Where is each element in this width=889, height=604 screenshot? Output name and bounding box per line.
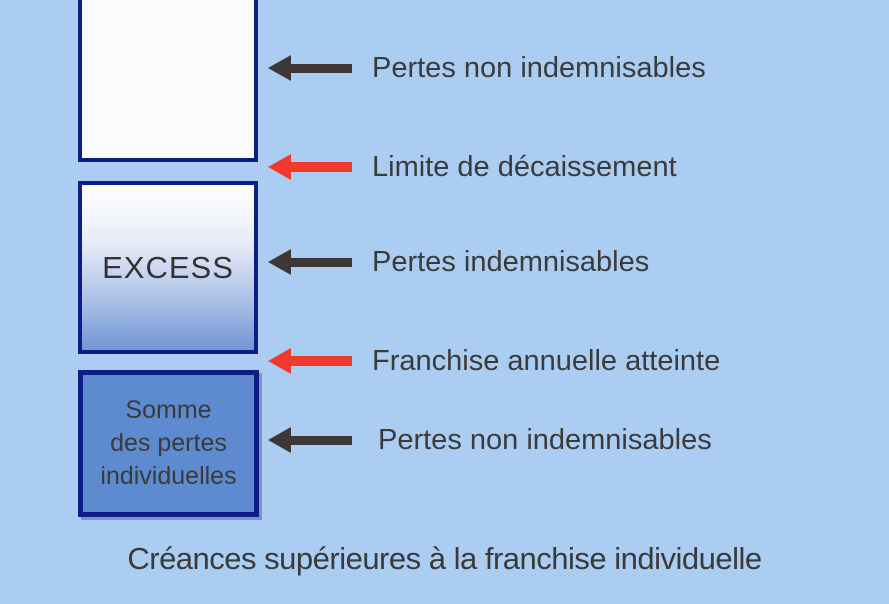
top-layer-box [78,0,258,162]
annotation-label: Pertes non indemnisables [378,423,712,456]
left-arrow-icon [268,347,352,375]
left-arrow-icon [268,54,352,82]
annotation-limite-de-decaissement: Limite de décaissement [268,147,677,187]
left-arrow-icon [268,426,352,454]
annotation-franchise-annuelle-atteinte: Franchise annuelle atteinte [268,341,720,381]
annotation-label: Franchise annuelle atteinte [372,344,721,377]
annotation-label: Limite de décaissement [372,150,677,183]
annotation-label: Pertes non indemnisables [372,51,706,84]
annotation-pertes-non-indemnisables-top: Pertes non indemnisables [268,48,706,88]
left-arrow-icon [268,248,352,276]
sum-box-label: Somme des pertes individuelles [100,396,237,490]
excess-label: EXCESS [102,249,234,285]
annotation-pertes-non-indemnisables-bottom: Pertes non indemnisables [268,420,712,460]
diagram-caption: Créances supérieures à la franchise indi… [127,541,762,576]
annotation-label: Pertes indemnisables [372,245,650,278]
sum-of-individual-losses-box: Somme des pertes individuelles [78,370,259,517]
annotation-pertes-indemnisables: Pertes indemnisables [268,242,649,282]
left-arrow-icon [268,153,352,181]
excess-layer-box: EXCESS [78,181,258,354]
